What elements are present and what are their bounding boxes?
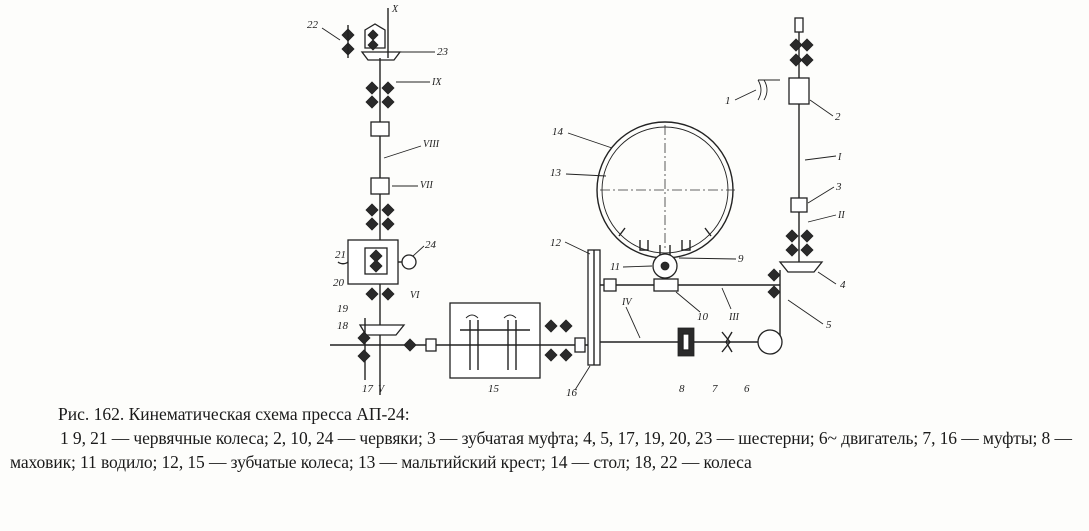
- drive-line-iii: [600, 327, 783, 357]
- label-2: 2: [835, 111, 841, 123]
- label-4: 4: [840, 279, 846, 291]
- part-labels: 22 23 21 24 20 19 18 17 15 16 12 14 13 1…: [307, 19, 846, 399]
- label-13: 13: [550, 167, 562, 179]
- label-23: 23: [437, 46, 449, 58]
- caption-legend: 1 9, 21 — червячные колеса; 2, 10, 24 — …: [10, 428, 1072, 472]
- label-17: 17: [362, 383, 374, 395]
- shaft-viii: VIII: [423, 139, 440, 150]
- shaft-ix: IX: [431, 77, 442, 88]
- left-shaft-assembly: [337, 8, 417, 395]
- label-1: 1: [725, 95, 731, 107]
- kinematic-diagram: 22 23 21 24 20 19 18 17 15 16 12 14 13 1…: [307, 4, 846, 399]
- label-6: 6: [744, 383, 750, 395]
- gear-18-19: [357, 318, 406, 380]
- gearbox-15-16: [440, 302, 600, 379]
- label-3: 3: [835, 181, 842, 193]
- label-8: 8: [679, 383, 685, 395]
- label-22: 22: [307, 19, 319, 31]
- gear-23: [360, 23, 402, 61]
- label-19: 19: [337, 303, 349, 315]
- rotary-table-14: [596, 121, 735, 259]
- label-16: 16: [566, 387, 578, 399]
- gear-pair-vii: [365, 203, 395, 231]
- gear-20: [365, 287, 395, 301]
- right-shaft-assembly: [730, 17, 824, 345]
- label-7: 7: [712, 383, 718, 395]
- shaft-v: V: [378, 384, 386, 395]
- label-14: 14: [552, 126, 564, 138]
- figure-caption: Рис. 162. Кинематическая схема пресса АП…: [10, 402, 1085, 474]
- shaft-x: X: [391, 4, 399, 15]
- label-9: 9: [738, 253, 744, 265]
- label-24: 24: [425, 239, 437, 251]
- gear-pair-ix: [365, 81, 395, 109]
- worm-housing-21-24: [337, 239, 417, 285]
- caption-title: Рис. 162. Кинематическая схема пресса АП…: [58, 404, 410, 424]
- shaft-iv: IV: [621, 297, 633, 308]
- gear-17: [403, 338, 417, 352]
- carrier-11: [603, 253, 679, 292]
- shaft-labels: X IX VIII VII VI V IV III II I: [378, 4, 845, 395]
- label-5: 5: [826, 319, 832, 331]
- shaft-iii: III: [728, 312, 740, 323]
- shaft-vii: VII: [420, 180, 433, 191]
- label-15: 15: [488, 383, 500, 395]
- label-21: 21: [335, 249, 346, 261]
- shaft-ii: II: [837, 210, 845, 221]
- gear-train-15: [544, 319, 586, 362]
- label-11: 11: [610, 261, 620, 273]
- label-20: 20: [333, 277, 345, 289]
- gear-22: [341, 25, 355, 58]
- shaft-vi: VI: [410, 290, 420, 301]
- label-18: 18: [337, 320, 349, 332]
- label-10: 10: [697, 311, 709, 323]
- label-12: 12: [550, 237, 562, 249]
- shaft-i: I: [837, 152, 842, 163]
